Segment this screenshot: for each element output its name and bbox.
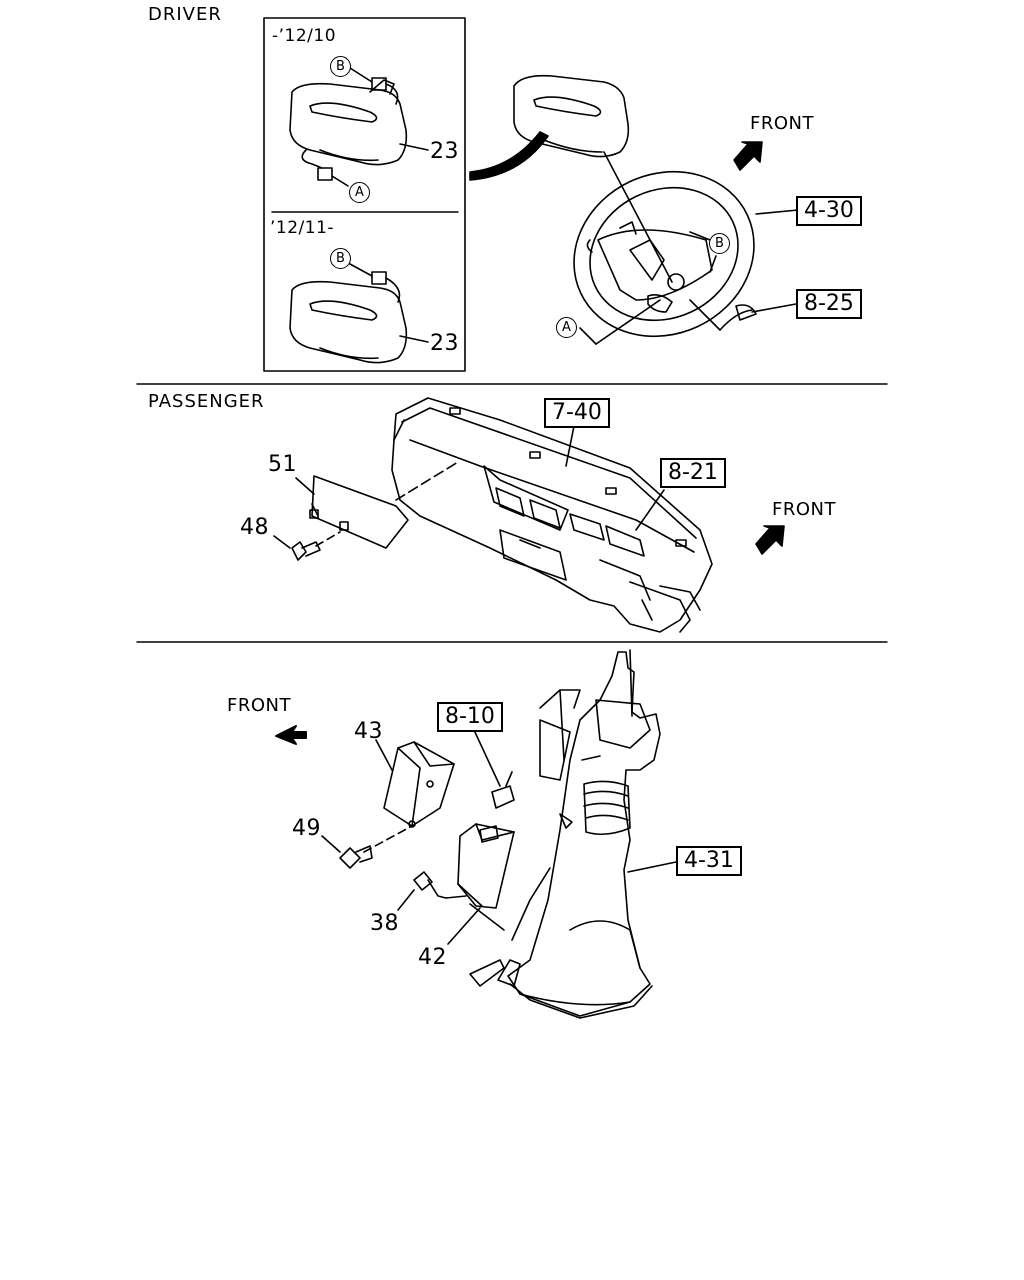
bolt-48 [291, 541, 321, 561]
leader-49 [321, 835, 341, 853]
passenger-airbag [309, 475, 409, 549]
sensor-8-10 [491, 771, 515, 809]
inset-box [263, 17, 466, 372]
leader-51 [295, 477, 315, 495]
connector-a-wheel: A [556, 317, 577, 338]
leader-b-1 [689, 231, 711, 241]
front-arrow-column [275, 725, 307, 745]
leader-8-25 [751, 303, 797, 313]
ref-8-25: 8-25 [796, 289, 862, 319]
connector-b-lower: B [330, 248, 351, 269]
leader-4-30 [755, 209, 799, 215]
airbag-install-line [395, 461, 459, 501]
leader-8-21 [635, 489, 665, 531]
steering-wheel [573, 170, 757, 338]
airbag-module-lower [289, 263, 408, 364]
connector-a-upper: A [349, 182, 370, 203]
control-unit-42 [457, 823, 515, 931]
part-number-23-lower: 23 [430, 331, 459, 356]
front-arrow-passenger [755, 525, 785, 555]
part-number-42: 42 [418, 945, 447, 970]
section-label-driver: DRIVER [148, 4, 222, 25]
ref-8-10: 8-10 [437, 702, 503, 732]
bolt-48-line [315, 531, 341, 547]
leader-a-2 [595, 299, 661, 345]
leader-4-31 [627, 861, 677, 873]
leader-23-upper [399, 143, 429, 151]
bracket-43 [383, 741, 455, 828]
instrument-panel [391, 397, 713, 633]
ref-4-31: 4-31 [676, 846, 742, 876]
leader-a [579, 327, 597, 345]
leader-38 [397, 889, 415, 911]
part-number-49: 49 [292, 816, 321, 841]
leader-43 [375, 739, 393, 771]
part-number-23-upper: 23 [430, 139, 459, 164]
bolt-49 [339, 845, 373, 869]
connector-b-upper: B [330, 56, 351, 77]
airbag-module-upper [289, 67, 408, 187]
leader-b-2 [709, 255, 717, 273]
front-label-passenger: FRONT [772, 499, 836, 520]
inset-date-lower: ’12/11- [270, 218, 335, 238]
install-arrow [469, 131, 549, 181]
connector-b-wheel: B [709, 233, 730, 254]
steering-column [469, 649, 661, 1019]
ref-4-30: 4-30 [796, 196, 862, 226]
leader-wheel-airbag [603, 151, 673, 283]
front-label-driver: FRONT [750, 113, 814, 134]
ref-7-40: 7-40 [544, 398, 610, 428]
part-number-51: 51 [268, 452, 297, 477]
inset-date-upper: -’12/10 [272, 26, 337, 46]
part-number-43: 43 [354, 719, 383, 744]
bolt-38-wire [445, 895, 467, 899]
front-arrow-driver [733, 141, 763, 171]
bolt-49-line [363, 825, 413, 853]
bolt-38 [413, 871, 447, 899]
ref-8-21: 8-21 [660, 458, 726, 488]
part-number-48: 48 [240, 515, 269, 540]
part-number-38: 38 [370, 911, 399, 936]
leader-8-10 [473, 729, 501, 787]
leader-23-lower [399, 335, 429, 343]
airbag-module-wheel [513, 74, 630, 158]
leader-7-40 [565, 425, 575, 467]
leader-42 [447, 907, 481, 945]
leader-48 [273, 535, 291, 549]
front-label-column: FRONT [227, 695, 291, 716]
section-label-passenger: PASSENGER [148, 391, 265, 412]
